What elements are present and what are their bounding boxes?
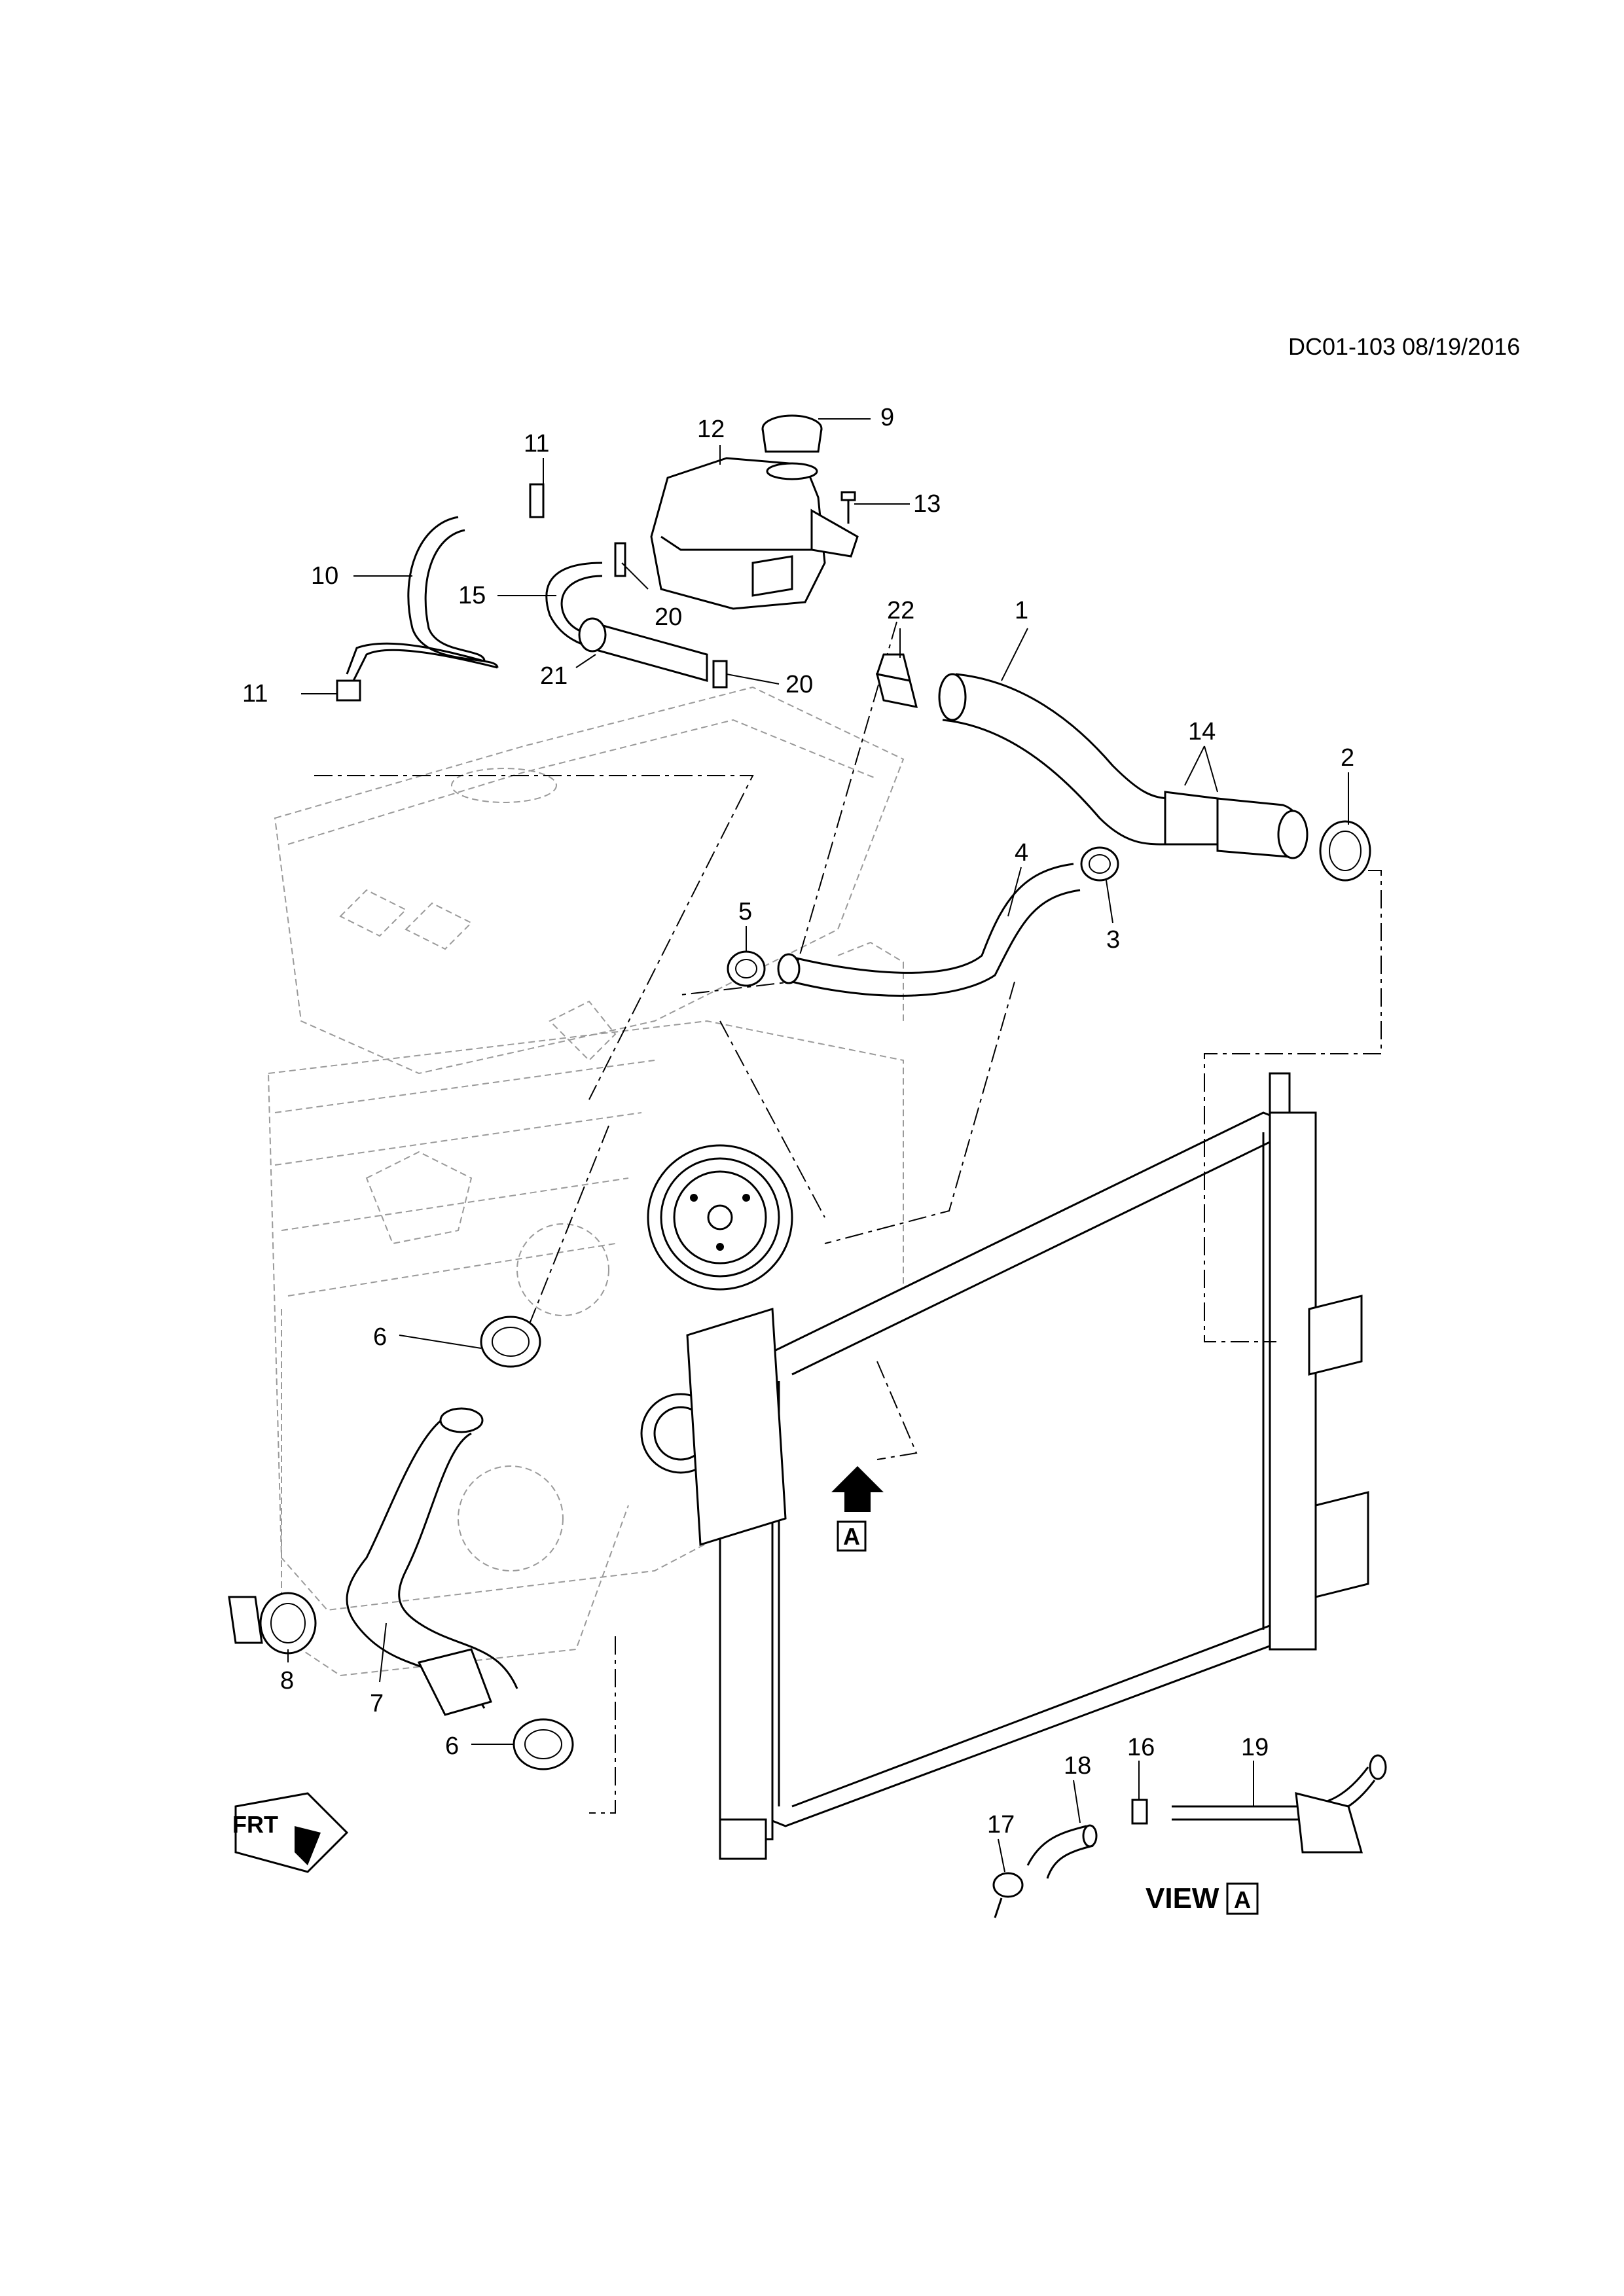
view-a-hose-18	[1026, 1824, 1098, 1879]
engine-ghost	[267, 686, 905, 1677]
reservoir-hose-15	[545, 542, 728, 689]
callout-13: 13	[913, 490, 941, 518]
view-label-text: VIEW	[1146, 1882, 1219, 1914]
view-a-label: VIEW A	[1146, 1882, 1259, 1915]
bypass-hose-4	[777, 863, 1081, 997]
view-label-letter: A	[1234, 1886, 1251, 1913]
radiator	[686, 1072, 1369, 1860]
diagram-reference: DC01-103 08/19/2016	[1288, 333, 1521, 360]
callout-19: 19	[1241, 1734, 1269, 1761]
reservoir-bolt	[840, 491, 856, 524]
front-direction-arrow: FRT	[232, 1792, 349, 1873]
callout-5: 5	[738, 898, 752, 925]
clamp-22	[875, 653, 918, 708]
callout-1: 1	[1015, 597, 1028, 624]
callouts: 1 2 3 4 5 6 6 7 8 9 10 11 11 12 13 14 15…	[242, 404, 1354, 1839]
callout-12: 12	[697, 416, 725, 443]
view-a-arrow: A	[831, 1466, 884, 1552]
view-a-clamp-16	[1131, 1799, 1148, 1825]
view-a-clamp-17	[992, 1872, 1024, 1918]
callout-8: 8	[280, 1667, 294, 1695]
clamp-kit-8	[228, 1592, 317, 1655]
coolant-reservoir	[650, 457, 859, 610]
upper-radiator-hose	[938, 673, 1172, 846]
callout-21: 21	[540, 662, 568, 690]
callout-10: 10	[311, 562, 338, 590]
callout-20-upper: 20	[655, 603, 682, 631]
callout-20-lower: 20	[785, 671, 813, 698]
callout-17: 17	[987, 1811, 1015, 1839]
callout-11-upper: 11	[524, 430, 549, 457]
callout-14: 14	[1188, 718, 1216, 745]
front-label: FRT	[232, 1811, 278, 1838]
callout-16: 16	[1127, 1734, 1155, 1761]
callout-leaders	[287, 418, 1349, 1873]
callout-3: 3	[1106, 926, 1120, 954]
clamp-6-upper	[480, 1316, 541, 1368]
hose-connector	[1164, 791, 1308, 859]
callout-6-lower: 6	[445, 1732, 459, 1760]
callout-2: 2	[1341, 744, 1354, 772]
callout-9: 9	[880, 404, 894, 431]
callout-18: 18	[1064, 1752, 1091, 1780]
callout-6-upper: 6	[373, 1323, 387, 1351]
view-a-pipe-19	[1172, 1754, 1387, 1854]
clamp-5	[727, 950, 766, 987]
reservoir-hose-10	[336, 483, 545, 702]
callout-4: 4	[1015, 839, 1028, 867]
callout-15: 15	[458, 582, 486, 609]
clamp-3	[1080, 846, 1119, 882]
water-pump-pulley	[640, 1144, 793, 1474]
callout-7: 7	[370, 1690, 384, 1717]
clamp-6-lower	[513, 1718, 574, 1770]
clamp-2	[1319, 820, 1371, 882]
callout-11-lower: 11	[242, 680, 268, 708]
callout-22: 22	[887, 597, 914, 624]
lower-radiator-hose	[346, 1407, 518, 1716]
radiator-cap	[761, 414, 823, 480]
arrow-a-letter: A	[843, 1523, 860, 1550]
